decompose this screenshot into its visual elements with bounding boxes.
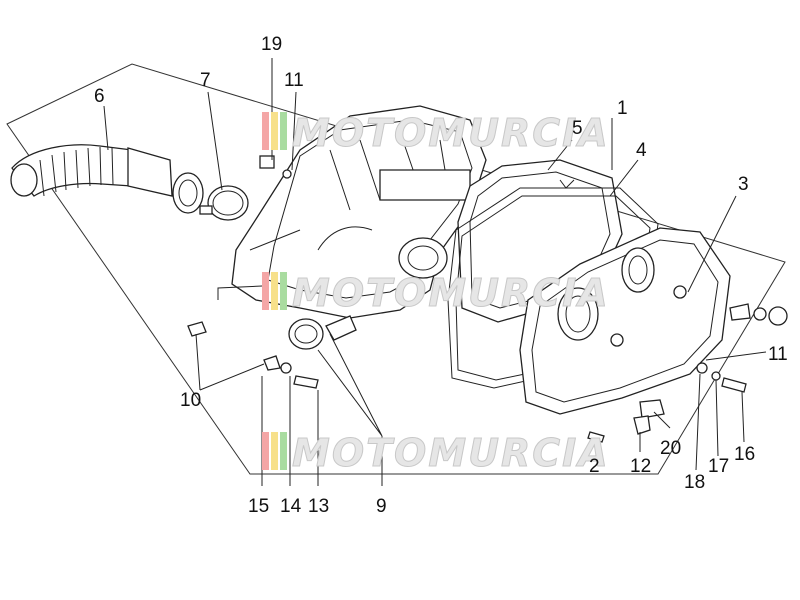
callout-12: 12 <box>630 456 651 477</box>
watermark-stripe-green <box>280 432 287 470</box>
callout-4: 4 <box>636 140 647 161</box>
callout-18: 18 <box>684 472 705 493</box>
callout-3: 3 <box>738 174 749 195</box>
callout-14: 14 <box>280 496 302 517</box>
watermark-top: MOTOMURCIA <box>262 111 610 156</box>
callout-6: 6 <box>94 86 105 107</box>
watermark-bottom: MOTOMURCIA <box>262 431 610 476</box>
callout-20: 20 <box>660 438 681 459</box>
watermark-stripe-red <box>262 112 269 150</box>
watermark-stripe-green <box>280 112 287 150</box>
watermark-stripe-yellow <box>271 432 278 470</box>
watermark-logo-text: MOTOMURCIA <box>292 111 610 155</box>
callout-labels: 1 2 3 4 5 6 7 9 10 11 11 12 13 14 15 16 … <box>94 34 788 517</box>
callout-1: 1 <box>617 98 628 119</box>
filter-cover <box>519 227 788 415</box>
watermark-stripe-red <box>262 432 269 470</box>
callout-7: 7 <box>200 70 211 91</box>
callout-9: 9 <box>376 496 387 517</box>
watermark-stripe-yellow <box>271 112 278 150</box>
callout-13: 13 <box>308 496 329 517</box>
watermark-logo-text: MOTOMURCIA <box>292 271 610 315</box>
callout-17: 17 <box>708 456 729 477</box>
hardware-small-parts <box>187 155 747 443</box>
callout-16: 16 <box>734 444 755 465</box>
callout-11-upper: 11 <box>284 70 304 91</box>
watermark-logo-text: MOTOMURCIA <box>292 431 610 475</box>
watermark-stripe-yellow <box>271 272 278 310</box>
intake-hose <box>10 144 204 214</box>
watermark-stripe-green <box>280 272 287 310</box>
callout-11-right: 11 <box>768 344 788 365</box>
callout-2: 2 <box>589 456 600 477</box>
watermark-middle: MOTOMURCIA <box>262 271 610 316</box>
callout-10: 10 <box>180 390 201 411</box>
callout-15: 15 <box>248 496 269 517</box>
hose-clamp <box>199 185 249 221</box>
callout-5: 5 <box>572 118 583 139</box>
callout-19: 19 <box>261 34 282 55</box>
assembly-frame <box>6 63 786 475</box>
watermark-stripe-red <box>262 272 269 310</box>
